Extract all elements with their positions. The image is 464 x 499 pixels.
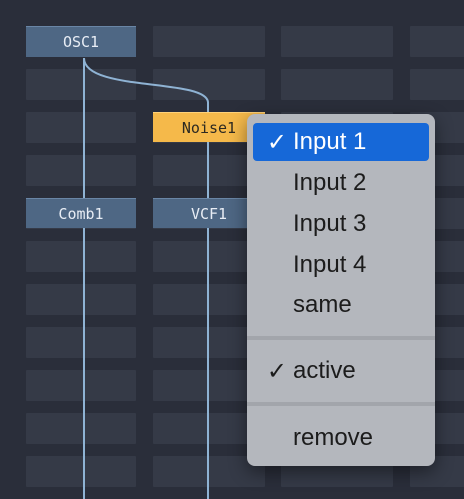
grid-slot[interactable] xyxy=(26,112,136,143)
grid-slot[interactable] xyxy=(410,69,464,100)
grid-slot[interactable] xyxy=(26,327,136,358)
menu-item-label: Input 1 xyxy=(293,128,367,155)
grid-slot[interactable] xyxy=(26,370,136,401)
grid-slot[interactable] xyxy=(153,456,265,487)
grid-slot[interactable] xyxy=(153,241,265,272)
menu-item-input-4[interactable]: Input 4 xyxy=(253,246,429,284)
checkmark-icon: ✓ xyxy=(266,128,287,156)
grid-slot[interactable] xyxy=(153,370,265,401)
menu-item-label: Input 4 xyxy=(293,251,367,278)
menu-item-same[interactable]: same xyxy=(253,286,429,324)
grid-slot[interactable] xyxy=(153,155,265,186)
menu-item-label: Input 2 xyxy=(293,169,367,196)
context-menu: ✓ Input 1 Input 2 Input 3 Input 4 same ✓… xyxy=(247,114,435,466)
grid-slot[interactable] xyxy=(153,327,265,358)
grid-slot[interactable] xyxy=(153,284,265,315)
menu-separator xyxy=(247,336,435,340)
grid-slot[interactable] xyxy=(153,26,265,57)
menu-item-input-3[interactable]: Input 3 xyxy=(253,205,429,243)
menu-item-remove[interactable]: remove xyxy=(253,419,429,457)
grid-slot[interactable] xyxy=(26,284,136,315)
checkmark-icon: ✓ xyxy=(266,357,287,385)
menu-item-label: active xyxy=(293,357,356,384)
grid-slot[interactable] xyxy=(26,155,136,186)
grid-slot[interactable] xyxy=(153,413,265,444)
grid-slot[interactable] xyxy=(26,413,136,444)
grid-slot[interactable] xyxy=(26,69,136,100)
grid-slot[interactable] xyxy=(410,26,464,57)
grid-slot[interactable] xyxy=(281,26,393,57)
grid-slot[interactable] xyxy=(153,69,265,100)
menu-item-input-2[interactable]: Input 2 xyxy=(253,164,429,202)
menu-item-active[interactable]: ✓ active xyxy=(253,352,429,390)
menu-item-label: remove xyxy=(293,424,374,451)
module-comb1[interactable]: Comb1 xyxy=(26,198,136,228)
grid-slot[interactable] xyxy=(26,241,136,272)
menu-item-label: Input 3 xyxy=(293,210,367,237)
grid-slot[interactable] xyxy=(281,69,393,100)
menu-item-label: same xyxy=(293,291,352,318)
menu-separator xyxy=(247,402,435,406)
module-noise1[interactable]: Noise1 xyxy=(153,112,265,142)
menu-item-input-1[interactable]: ✓ Input 1 xyxy=(253,123,429,161)
module-vcf1[interactable]: VCF1 xyxy=(153,198,265,228)
module-osc1[interactable]: OSC1 xyxy=(26,26,136,57)
grid-slot[interactable] xyxy=(26,456,136,487)
